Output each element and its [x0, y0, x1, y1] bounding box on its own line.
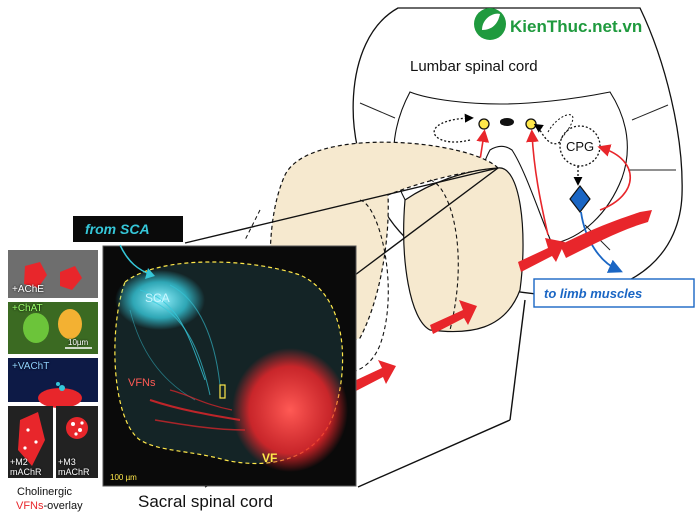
panel-m3 [56, 406, 98, 478]
panel-chat-label: +ChAT [12, 303, 43, 314]
panel-m2-label: +M2 mAChR [10, 457, 42, 477]
vf-label: VF [262, 451, 277, 465]
from-sca-label: from SCA [85, 221, 150, 237]
watermark-brand: KienThuc.net.vn [510, 17, 642, 36]
caption-vfns: VFNs [16, 500, 44, 512]
yellow-neuron-left [478, 118, 490, 130]
leaf-logo-icon [474, 8, 506, 40]
scale-main-label: 100 µm [110, 473, 137, 482]
caption-overlay: -overlay [44, 500, 84, 512]
to-limb-box [533, 278, 695, 308]
cpg-label: CPG [566, 139, 594, 154]
yellow-neuron-right [525, 118, 537, 130]
vfns-label: VFNs [128, 377, 156, 389]
sca-label: SCA [145, 291, 170, 305]
panel-ache [8, 250, 98, 298]
sacral-label: Sacral spinal cord [138, 492, 273, 511]
panel-chat [8, 302, 98, 354]
panel-ache-label: +AChE [12, 284, 44, 295]
lumbar-label: Lumbar spinal cord [410, 58, 538, 75]
diamond-icon [569, 185, 591, 213]
panel-vacht [8, 358, 98, 408]
panel-m2 [8, 406, 53, 478]
caption-line1: Cholinergic [17, 486, 73, 498]
from-sca-box [73, 216, 183, 279]
panel-vacht-label: +VAChT [12, 361, 50, 372]
panel-m3-label: +M3 mAChR [58, 457, 90, 477]
to-limb-arrow [580, 211, 623, 273]
caption-line2: VFNs-overlay [16, 500, 83, 512]
red-arrows [352, 210, 652, 392]
to-limb-label: to limb muscles [544, 286, 642, 301]
panel-chat-scale: 10µm [68, 338, 89, 347]
sacral-image [102, 245, 357, 487]
